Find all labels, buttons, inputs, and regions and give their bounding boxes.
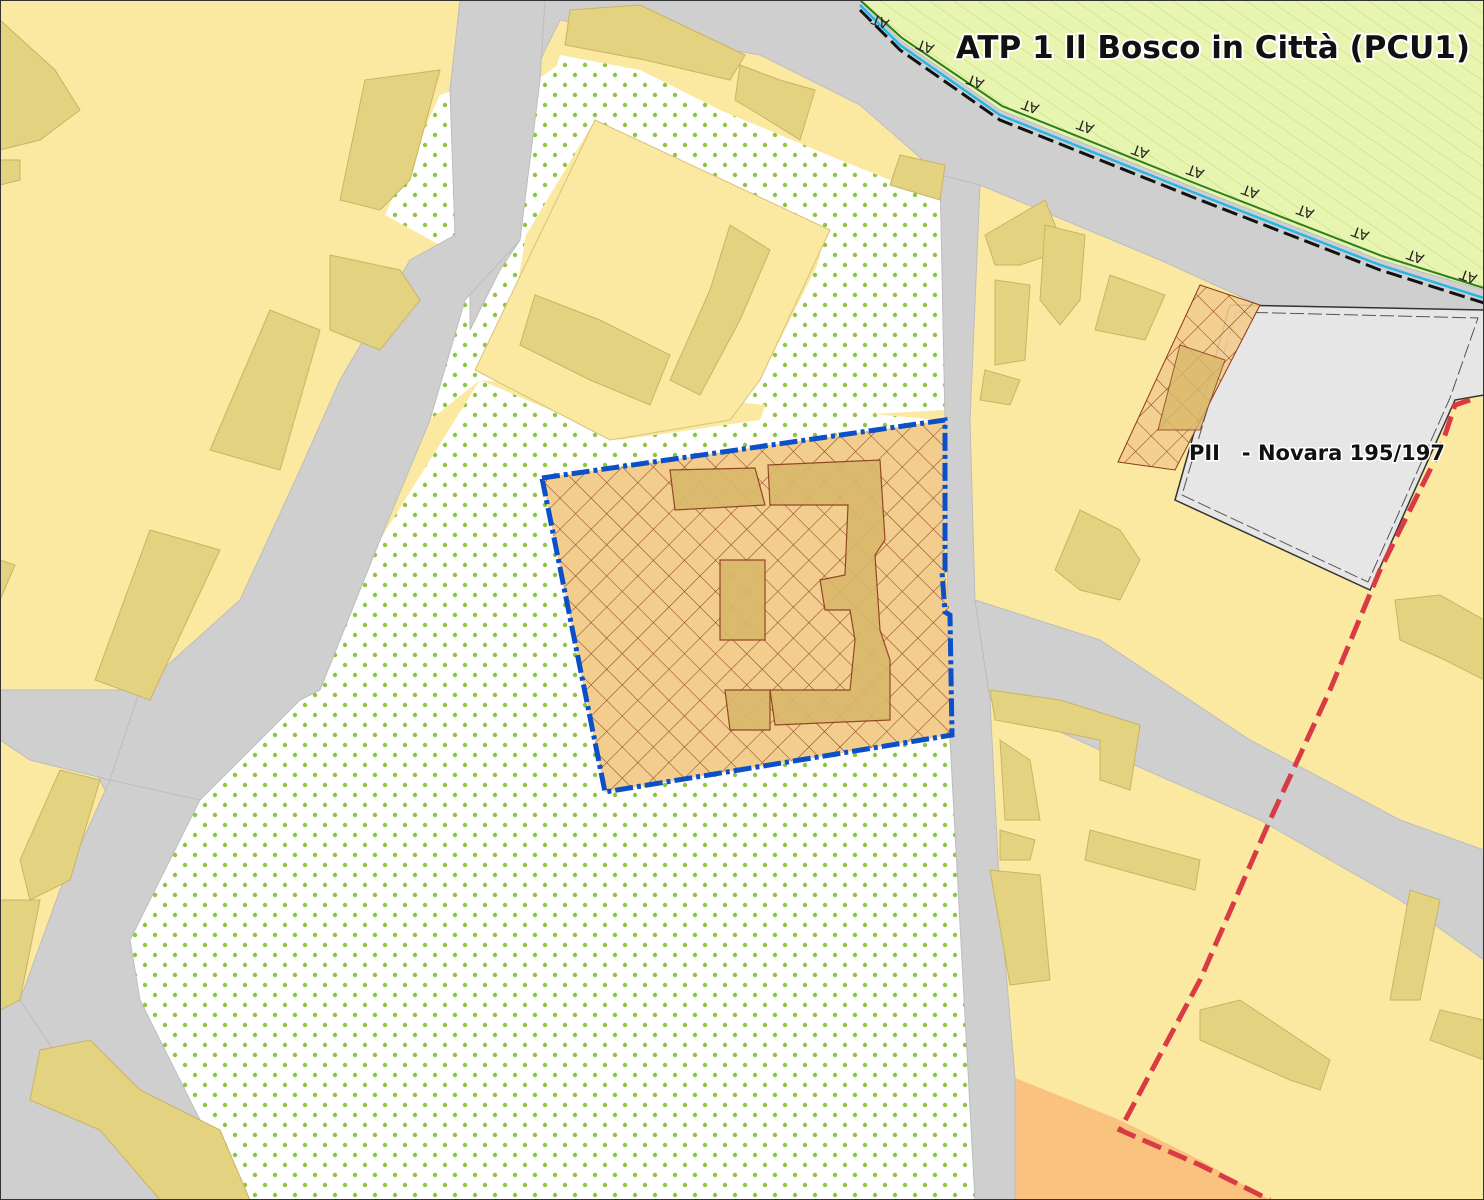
plan-label: PII - Novara 195/197 (1189, 441, 1445, 465)
red-boundary (1116, 397, 1471, 1200)
at-label: AT (1184, 160, 1206, 181)
intervention-boundary (539, 417, 955, 795)
at-label: AT (1074, 115, 1096, 136)
at-label: AT (1019, 95, 1041, 116)
buildings (0, 4, 1484, 1200)
at-label: AT (1294, 200, 1316, 221)
agricultural-area-lines (860, 0, 1484, 290)
at-label: AT (1239, 180, 1261, 201)
at-label: AT (1129, 140, 1151, 161)
plan-area-inner-border (1181, 311, 1479, 583)
hatched-strip-building (1157, 344, 1226, 431)
green-line (859, 0, 1484, 289)
black-dash-line (858, 8, 1484, 305)
at-label: AT (1349, 222, 1371, 243)
at-label: AT (869, 10, 891, 31)
boundary-at-labels: AT AT AT AT AT AT AT AT AT AT AT AT (869, 10, 1479, 286)
park-green-area (130, 60, 975, 1200)
cyan-line (859, 4, 1484, 300)
at-label: AT (1404, 245, 1426, 266)
at-label: AT (914, 35, 936, 56)
park-green-area-top (385, 55, 945, 420)
intervention-buildings (669, 459, 891, 731)
at-label: AT (1457, 265, 1479, 286)
plan-area (1174, 304, 1484, 591)
map-title: ATP 1 Il Bosco in Città (PCU1) (956, 30, 1470, 66)
at-label: AT (964, 70, 986, 91)
